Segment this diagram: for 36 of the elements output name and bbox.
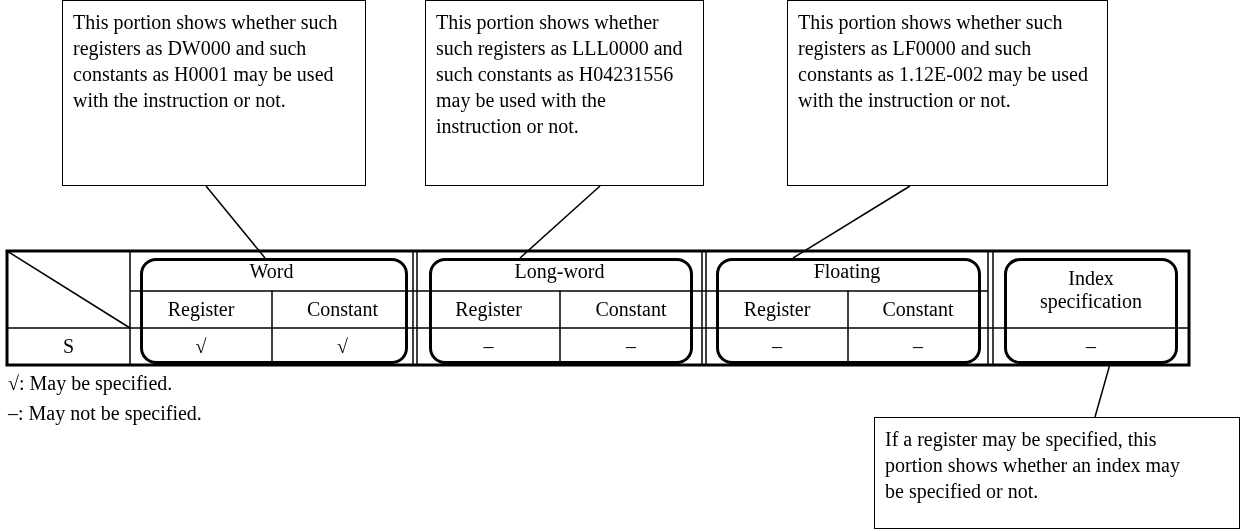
- table-cell: √: [195, 335, 207, 358]
- leader-line: [205, 185, 266, 259]
- column-header: Word: [249, 259, 294, 283]
- callout-box: [425, 0, 704, 186]
- callout-box: [874, 417, 1240, 529]
- callout-text: This portion shows whether such registers as LF0000 and such constants as 1.12E-002 may be used with the instruction or not.: [798, 10, 1088, 113]
- note-text: –: May not be specified.: [8, 401, 202, 425]
- row-header: S: [62, 335, 75, 358]
- sub-header: Register: [455, 298, 522, 321]
- leader-line: [792, 185, 911, 259]
- table-cell: –: [626, 335, 636, 358]
- callout-text: This portion shows whether such registers as DW000 and such constants as H0001 may be used with the instruction or not.: [73, 10, 339, 113]
- table-cell: –: [913, 335, 923, 358]
- callout-text: This portion shows whether such registers as LLL0000 and such constants as H04231556 may be used with the instruction or not.: [436, 10, 684, 139]
- column-header: Index specification: [1038, 266, 1144, 313]
- callout-box: [62, 0, 366, 186]
- leader-line: [519, 185, 601, 259]
- callout-box: [787, 0, 1108, 186]
- table-cell: √: [337, 335, 348, 358]
- sub-header: Register: [167, 298, 235, 321]
- highlight-frame: [716, 258, 981, 364]
- table-cell: –: [483, 335, 494, 358]
- leader-line: [1094, 363, 1111, 418]
- table-cell: –: [772, 335, 782, 358]
- sub-header: Constant: [306, 298, 379, 321]
- sub-header: Constant: [882, 298, 954, 321]
- column-header: Long-word: [514, 259, 605, 283]
- table-cell: –: [1086, 335, 1096, 358]
- highlight-frame: [429, 258, 693, 364]
- highlight-frame: [140, 258, 408, 364]
- column-header: Floating: [813, 259, 881, 283]
- sub-header: Constant: [595, 298, 667, 321]
- highlight-frame: [1004, 258, 1178, 364]
- sub-header: Register: [743, 298, 811, 321]
- callout-text: If a register may be specified, this portion shows whether an index may be specified or not.: [885, 427, 1181, 504]
- note-text: √: May be specified.: [8, 371, 173, 395]
